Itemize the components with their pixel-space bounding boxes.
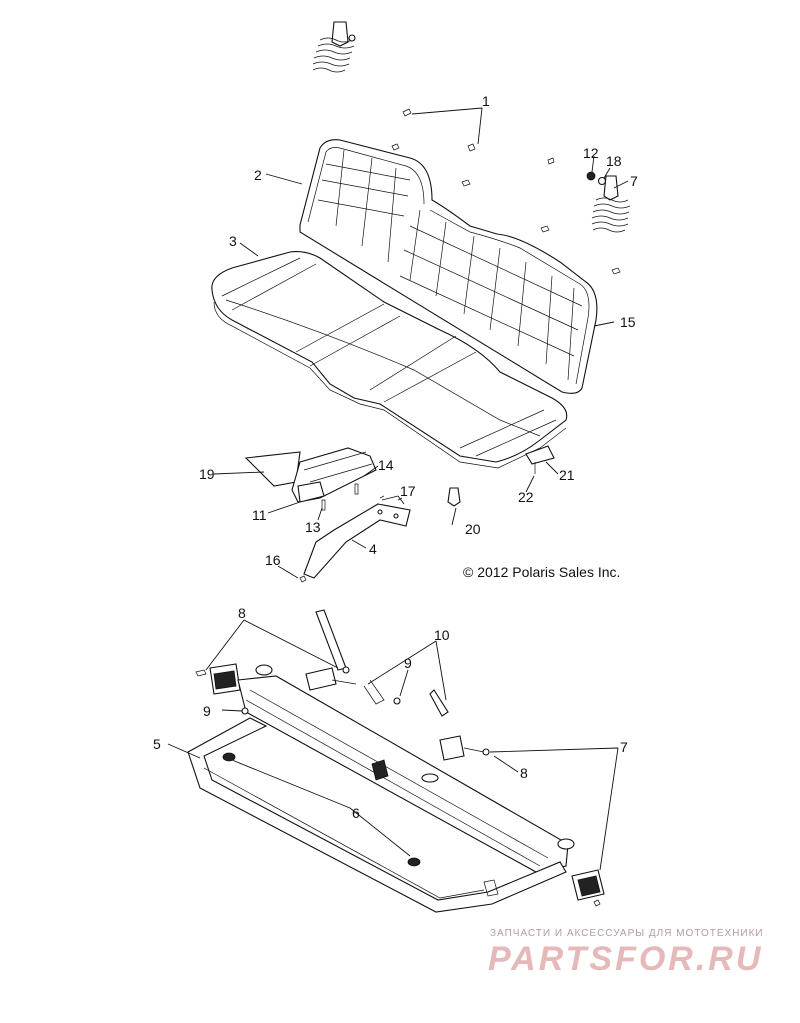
seat-bracket: [299, 495, 411, 583]
callout-7-bottom: 7: [620, 739, 628, 755]
push-rivet: [447, 487, 461, 507]
callout-10: 10: [434, 627, 450, 643]
seat-belt-right: [429, 689, 490, 761]
callout-2: 2: [254, 167, 262, 183]
watermark-subtitle: ЗАПЧАСТИ И АКСЕССУАРЫ ДЛЯ МОТОТЕХНИКИ: [490, 928, 764, 939]
callout-16: 16: [265, 552, 281, 568]
bolt-washer: [586, 171, 607, 186]
seat-belt-left: [305, 609, 385, 705]
callout-labels: 1 2 3 4 5 6 7 7 8 8 9 9 10 11 12 13 14 1…: [153, 93, 638, 821]
seat-spring-top: [312, 21, 356, 73]
watermark-logo: PARTSFOR.RU: [488, 940, 764, 978]
leader-lines: [167, 107, 629, 871]
callout-17: 17: [400, 483, 416, 499]
seat-spring-right: [591, 175, 631, 233]
grommets: [222, 752, 421, 867]
callout-4: 4: [369, 541, 377, 557]
callout-12: 12: [583, 145, 599, 161]
callout-13: 13: [305, 519, 321, 535]
seat-latch-right: [571, 869, 605, 907]
callout-6: 6: [352, 805, 360, 821]
callout-15: 15: [620, 314, 636, 330]
seat-base-frame: [187, 717, 567, 913]
callout-7-top: 7: [630, 173, 638, 189]
callout-1: 1: [482, 93, 490, 109]
seat-bottom: [211, 251, 568, 469]
callout-8-right: 8: [520, 765, 528, 781]
callout-21: 21: [559, 467, 575, 483]
callout-3: 3: [229, 233, 237, 249]
seat-latch-left: [195, 663, 241, 695]
callout-8-left: 8: [238, 605, 246, 621]
callout-22: 22: [518, 489, 534, 505]
callout-19: 19: [199, 466, 215, 482]
seat-trim-panel: [244, 447, 377, 511]
callout-14: 14: [378, 457, 394, 473]
callout-20: 20: [465, 521, 481, 537]
nuts: [241, 697, 401, 715]
callout-18: 18: [606, 153, 622, 169]
seat-back: [299, 139, 598, 394]
clip-bracket: [525, 445, 555, 474]
callout-11: 11: [252, 507, 267, 523]
copyright-notice: © 2012 Polaris Sales Inc.: [463, 564, 621, 580]
callout-5: 5: [153, 736, 161, 752]
callout-9-upper: 9: [404, 655, 412, 671]
callout-9-lower: 9: [203, 703, 211, 719]
